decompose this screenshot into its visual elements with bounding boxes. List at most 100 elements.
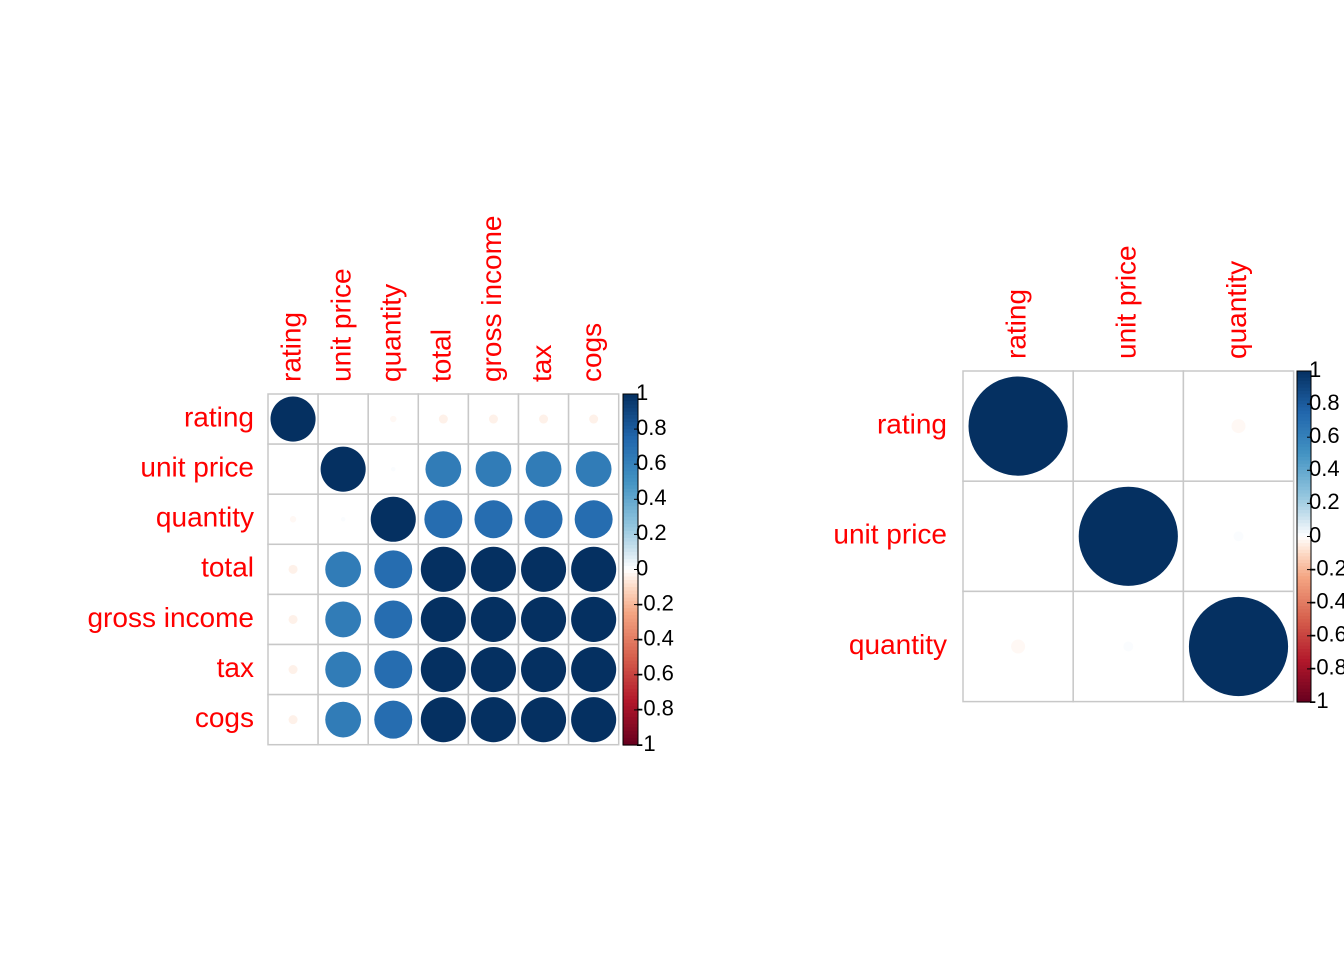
colorbar-segment bbox=[623, 720, 638, 725]
colorbar-segment bbox=[1297, 490, 1311, 495]
colorbar-segment bbox=[1297, 480, 1311, 485]
colorbar-segment bbox=[1297, 453, 1311, 458]
colorbar-segment bbox=[623, 611, 638, 616]
colorbar-segment bbox=[623, 660, 638, 665]
colorbar-segment bbox=[1297, 466, 1311, 471]
colorbar-segment bbox=[1297, 635, 1311, 640]
colorbar-segment bbox=[1297, 457, 1311, 461]
row-label: total bbox=[201, 552, 254, 583]
colorbar-segment bbox=[623, 558, 638, 564]
colorbar-segment bbox=[623, 541, 638, 546]
colorbar-segment bbox=[623, 457, 638, 462]
colorbar-tick-label: 0.4 bbox=[1309, 456, 1340, 481]
colorbar-segment bbox=[623, 587, 638, 592]
colorbar-segment bbox=[623, 506, 638, 511]
colorbar-segment bbox=[623, 709, 638, 715]
colorbar-segment bbox=[1297, 602, 1311, 607]
colorbar-segment bbox=[1297, 387, 1311, 392]
colorbar-segment bbox=[1297, 414, 1311, 418]
colorbar-segment bbox=[1297, 377, 1311, 382]
colorbar-tick-label: 1 bbox=[636, 380, 648, 405]
corr-circle-total-unit-price bbox=[325, 551, 362, 588]
row-label: gross income bbox=[87, 602, 254, 633]
colorbar-segment bbox=[623, 565, 638, 571]
colorbar-segment bbox=[1297, 437, 1311, 442]
colorbar-segment bbox=[623, 678, 638, 683]
colorbar-segment bbox=[623, 530, 638, 535]
corr-circle-unit-price-quantity bbox=[390, 466, 396, 472]
colorbar-segment bbox=[623, 706, 638, 711]
corr-circle-rating-quantity bbox=[1231, 419, 1246, 434]
colorbar-segment bbox=[1297, 473, 1311, 478]
column-label: total bbox=[426, 329, 457, 382]
grid-cell bbox=[267, 443, 319, 495]
colorbar-segment bbox=[1297, 678, 1311, 683]
corr-circle-gross-income-unit-price bbox=[325, 601, 362, 638]
corr-circle-tax-tax bbox=[521, 647, 567, 693]
colorbar-segment bbox=[1297, 513, 1311, 518]
colorbar-segment bbox=[1297, 546, 1311, 551]
colorbar-segment bbox=[1297, 672, 1311, 677]
colorbar-segment bbox=[1297, 649, 1311, 653]
colorbar-segment bbox=[1297, 371, 1311, 375]
colorbar-tick-label: 0.8 bbox=[636, 415, 667, 440]
colorbar-segment bbox=[1297, 430, 1311, 435]
corr-circle-quantity-quantity bbox=[1188, 596, 1289, 697]
grid-cell bbox=[267, 543, 319, 596]
corr-circle-unit-price-tax bbox=[525, 451, 562, 488]
colorbar-segment bbox=[1297, 645, 1311, 650]
colorbar-segment bbox=[1297, 639, 1311, 644]
colorbar-segment bbox=[1297, 529, 1311, 534]
colorbar-tick-label: -0.2 bbox=[1309, 555, 1344, 580]
row-label: rating bbox=[184, 401, 254, 432]
corr-circle-quantity-rating bbox=[1011, 639, 1026, 654]
colorbar-segment bbox=[1297, 404, 1311, 409]
colorbar-segment bbox=[1297, 417, 1311, 422]
colorbar-segment bbox=[623, 741, 638, 746]
colorbar-tick-label: -0.6 bbox=[1309, 622, 1344, 647]
colorbar-segment bbox=[623, 548, 638, 553]
colorbar-segment bbox=[623, 580, 638, 585]
colorbar-segment bbox=[623, 643, 638, 648]
corr-circle-gross-income-tax bbox=[521, 596, 567, 642]
colorbar-segment bbox=[1297, 500, 1311, 504]
colorbar-segment bbox=[623, 597, 638, 602]
corr-circle-quantity-unit-price bbox=[1123, 641, 1134, 652]
colorbar-segment bbox=[623, 681, 638, 686]
colorbar-segment bbox=[1297, 443, 1311, 448]
colorbar-segment bbox=[1297, 599, 1311, 604]
row-label: unit price bbox=[833, 519, 947, 550]
colorbar-segment bbox=[623, 664, 638, 669]
colorbar-segment bbox=[623, 734, 638, 739]
corr-circle-unit-price-gross-income bbox=[475, 451, 512, 488]
colorbar-segment bbox=[623, 523, 638, 528]
colorbar-segment bbox=[623, 583, 638, 588]
corr-circle-quantity-tax bbox=[524, 500, 563, 539]
colorbar-segment bbox=[1297, 566, 1311, 571]
corr-circle-quantity-total bbox=[424, 500, 463, 539]
corr-circle-cogs-gross-income bbox=[470, 697, 516, 743]
colorbar-tick-label: 0.6 bbox=[636, 450, 667, 475]
colorbar-segment bbox=[1297, 506, 1311, 511]
colorbar-segment bbox=[623, 636, 638, 641]
colorbar-segment bbox=[623, 394, 638, 399]
corr-circle-unit-price-cogs bbox=[575, 451, 612, 488]
corr-circle-total-quantity bbox=[374, 550, 413, 589]
colorbar-tick-label: 0.2 bbox=[636, 520, 667, 545]
colorbar-segment bbox=[623, 646, 638, 651]
colorbar-segment bbox=[1297, 596, 1311, 600]
colorbar-segment bbox=[1297, 629, 1311, 634]
colorbar-segment bbox=[623, 608, 638, 613]
corr-circle-rating-gross-income bbox=[488, 414, 498, 424]
colorbar-segment bbox=[1297, 549, 1311, 554]
corr-circle-cogs-total bbox=[420, 697, 466, 743]
colorbar-segment bbox=[623, 439, 638, 444]
colorbar-segment bbox=[623, 713, 638, 718]
corr-circle-tax-unit-price bbox=[325, 651, 362, 688]
column-label: tax bbox=[526, 345, 557, 382]
colorbar-segment bbox=[623, 467, 638, 472]
colorbar-segment bbox=[1297, 374, 1311, 379]
corr-circle-rating-tax bbox=[539, 414, 549, 424]
